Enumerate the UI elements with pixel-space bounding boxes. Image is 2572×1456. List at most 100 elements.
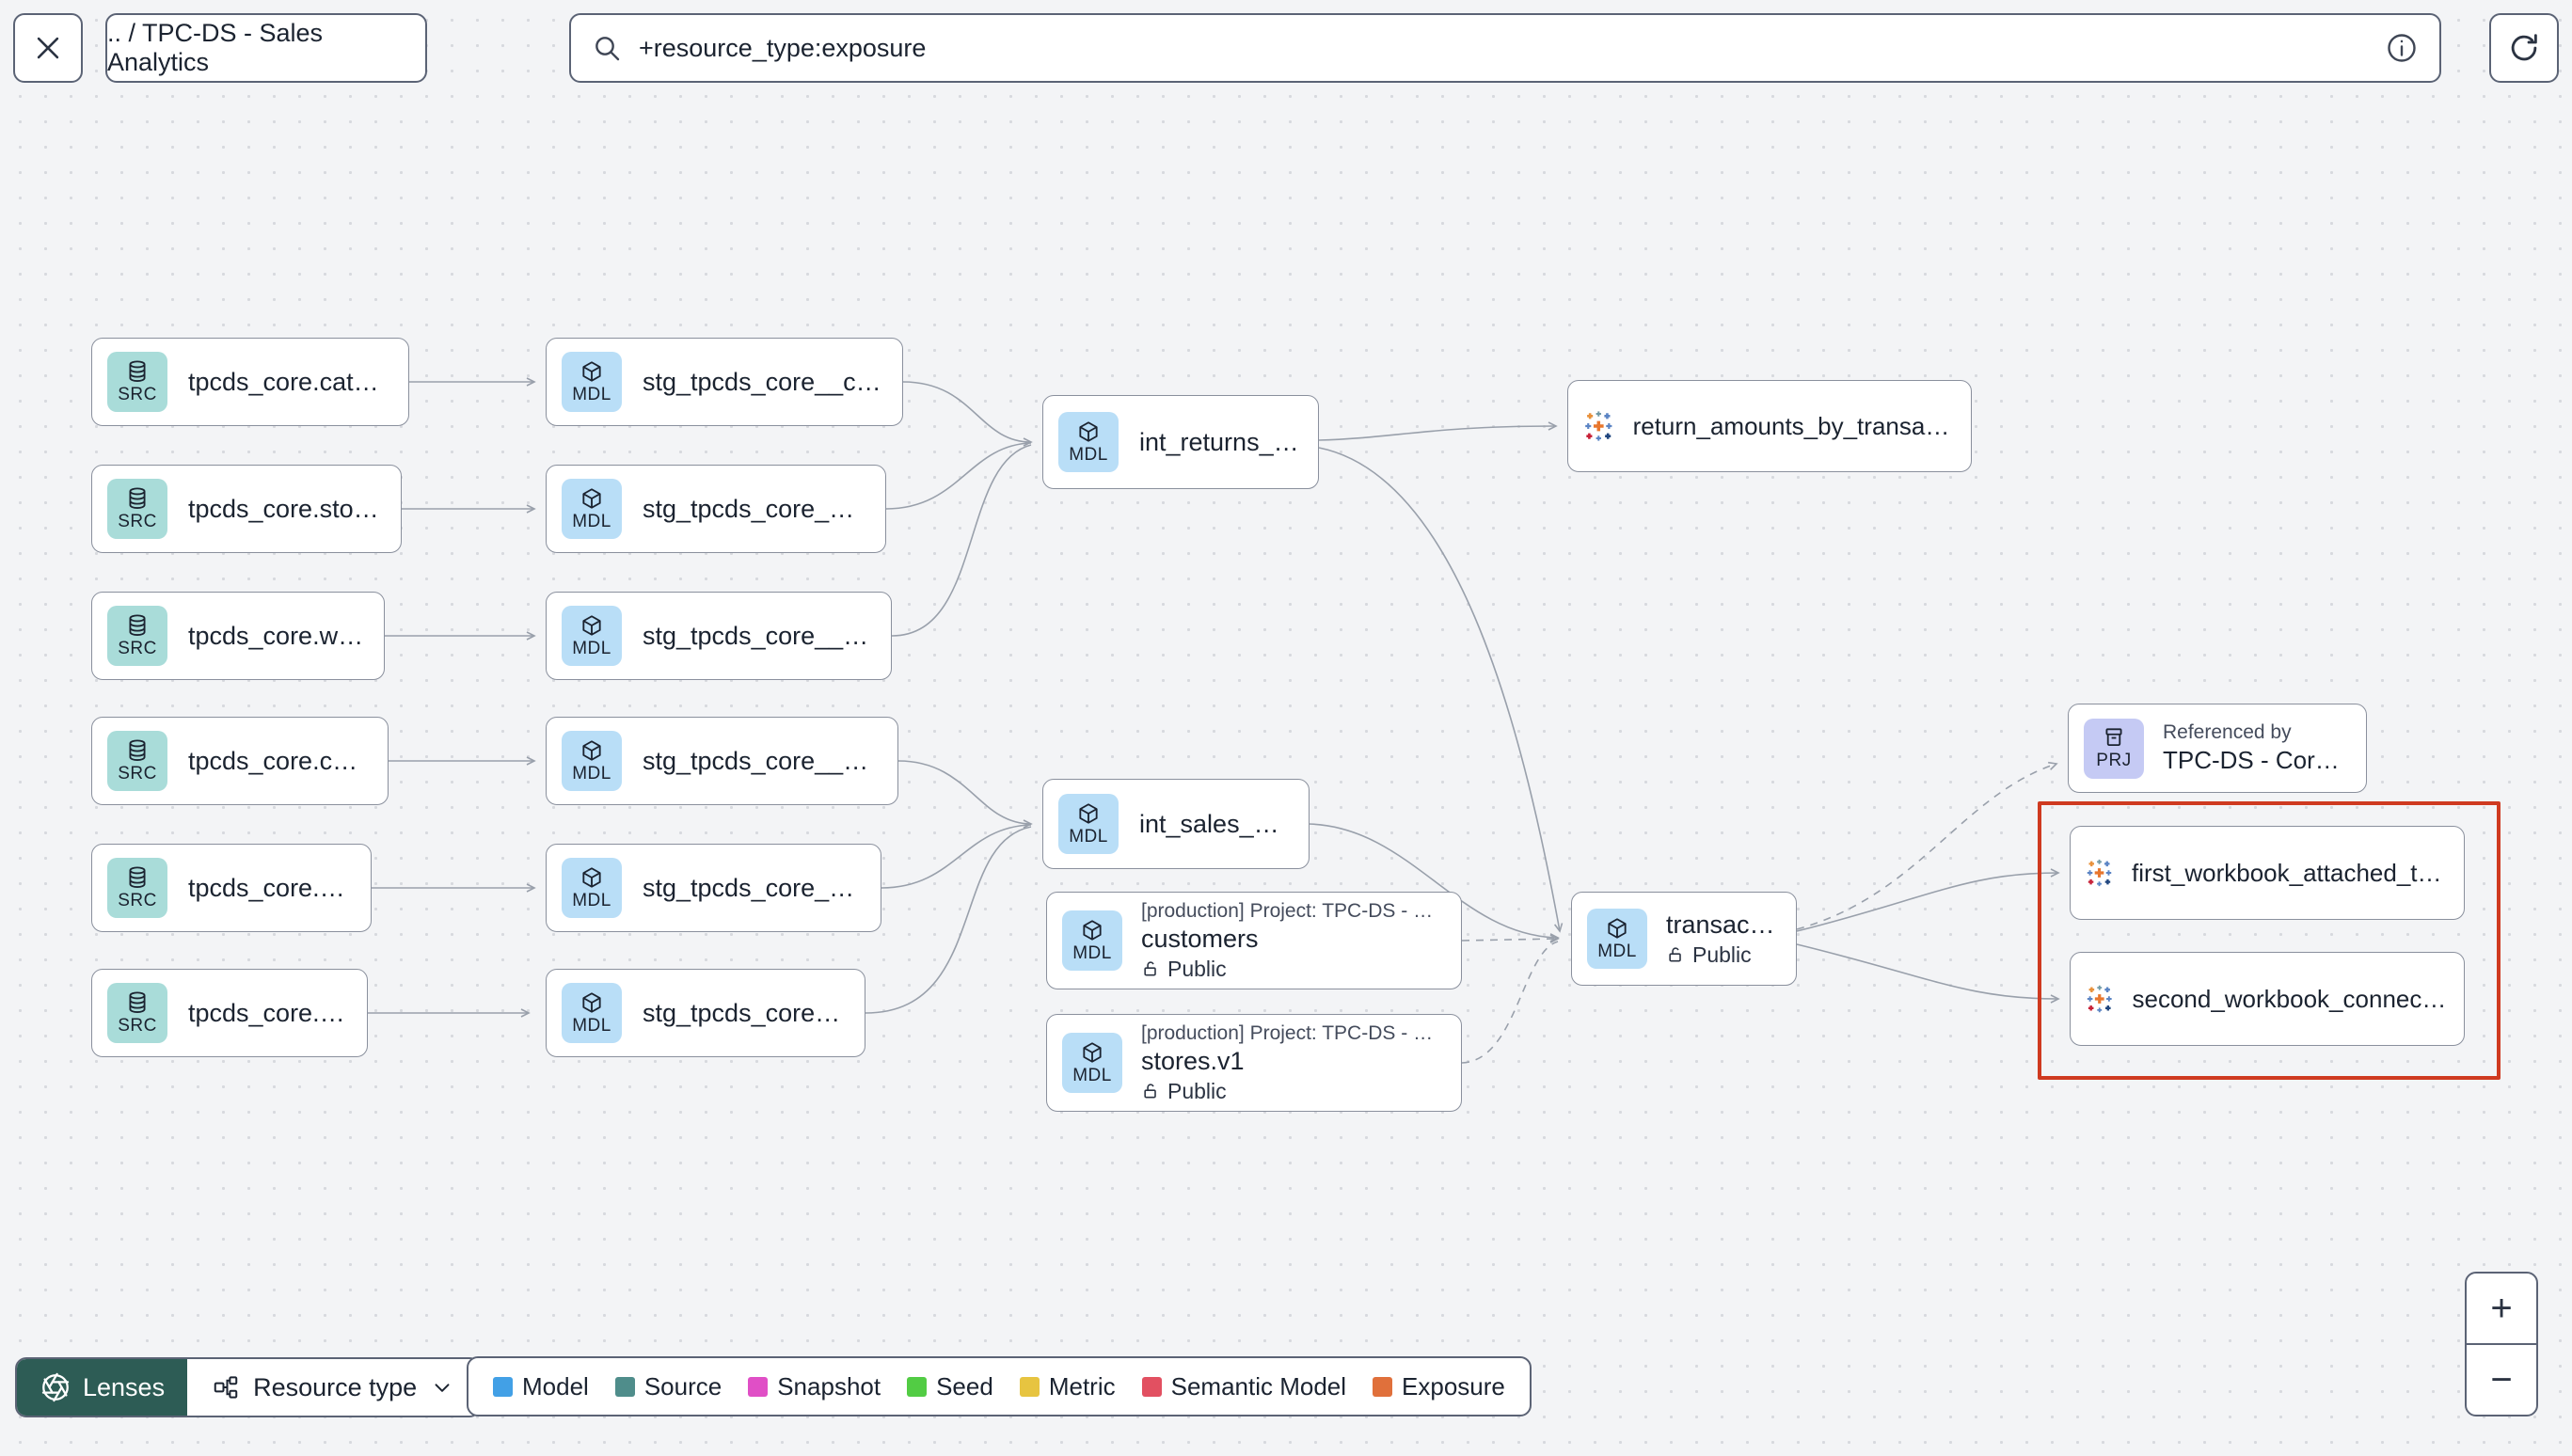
unlock-icon xyxy=(1669,947,1681,962)
close-icon xyxy=(37,37,59,59)
node-stores-v1[interactable]: MDL [production] Project: TPC-DS - Core … xyxy=(1046,1014,1462,1112)
node-title: tpcds_core.web_sales xyxy=(188,998,350,1027)
source-badge: SRC xyxy=(107,606,167,666)
search-icon xyxy=(595,37,620,61)
node-stg-store-returns[interactable]: MDL stg_tpcds_core__store_returns xyxy=(546,465,886,553)
legend-item-exposure: Exposure xyxy=(1373,1372,1505,1401)
node-customers[interactable]: MDL [production] Project: TPC-DS - Core … xyxy=(1046,892,1462,989)
source-swatch xyxy=(614,1376,635,1397)
node-title: stg_tpcds_core__store_returns xyxy=(643,494,868,523)
hierarchy-icon xyxy=(214,1376,238,1399)
database-icon xyxy=(129,990,146,1013)
lenses-button[interactable]: Lenses xyxy=(17,1359,188,1416)
node-title: TPC-DS - Core Data Models xyxy=(2163,746,2349,775)
database-icon xyxy=(129,738,146,761)
legend-item-model: Model xyxy=(493,1372,589,1401)
model-swatch xyxy=(493,1376,513,1397)
cube-icon xyxy=(1079,802,1098,824)
node-int-returns-unioned[interactable]: MDL int_returns__unioned xyxy=(1042,395,1319,489)
node-title: stg_tpcds_core__catalog_sales xyxy=(643,746,881,775)
model-badge: MDL xyxy=(1058,412,1119,472)
cube-icon xyxy=(582,614,601,636)
node-title: int_sales__unioned xyxy=(1139,809,1292,838)
node-source-store-returns[interactable]: SRC tpcds_core.store_returns xyxy=(91,465,402,553)
node-title: tpcds_core.catalog_returns xyxy=(188,367,391,396)
legend-item-seed: Seed xyxy=(907,1372,993,1401)
tableau-icon xyxy=(2087,859,2112,887)
legend-item-source: Source xyxy=(614,1372,722,1401)
node-source-web-returns[interactable]: SRC tpcds_core.web_returns xyxy=(91,592,385,680)
zoom-out-button[interactable]: − xyxy=(2490,1358,2513,1401)
search-bar[interactable] xyxy=(569,13,2441,83)
node-project-ref[interactable]: PRJ Referenced by TPC-DS - Core Data Mod… xyxy=(2068,704,2367,793)
node-source-catalog-returns[interactable]: SRC tpcds_core.catalog_returns xyxy=(91,338,409,426)
node-title: stores.v1 xyxy=(1141,1046,1245,1075)
source-badge: SRC xyxy=(107,352,167,412)
node-stg-catalog-sales[interactable]: MDL stg_tpcds_core__catalog_sales xyxy=(546,717,898,805)
node-transactions[interactable]: MDL transactions Public xyxy=(1571,892,1797,986)
aperture-icon xyxy=(41,1372,70,1402)
cube-icon xyxy=(1608,917,1627,939)
node-stg-web-sales[interactable]: MDL stg_tpcds_core__web_sales xyxy=(546,969,865,1057)
model-badge: MDL xyxy=(562,983,622,1043)
model-badge: MDL xyxy=(562,858,622,918)
exposure-swatch xyxy=(1373,1376,1393,1397)
source-badge: SRC xyxy=(107,479,167,539)
model-badge: MDL xyxy=(562,606,622,666)
seed-swatch xyxy=(907,1376,928,1397)
archive-box-icon xyxy=(2105,728,2122,747)
database-icon xyxy=(129,359,146,382)
cube-icon xyxy=(1079,420,1098,442)
breadcrumb[interactable]: .. / TPC-DS - Sales Analytics xyxy=(105,13,427,83)
semantic-model-swatch xyxy=(1141,1376,1162,1397)
zoom-controls: + − xyxy=(2465,1272,2538,1416)
node-exposure-second-workbook[interactable]: second_workbook_connected_to_live… xyxy=(2070,952,2465,1046)
referenced-by-label: Referenced by xyxy=(2163,721,2292,744)
model-badge: MDL xyxy=(562,731,622,791)
lenses-label: Lenses xyxy=(83,1372,166,1401)
node-stg-catalog-returns[interactable]: MDL stg_tpcds_core__catalog_returns xyxy=(546,338,903,426)
breadcrumb-label: .. / TPC-DS - Sales Analytics xyxy=(107,19,324,76)
node-exposure-first-workbook[interactable]: first_workbook_attached_to_tpc-ds_-_… xyxy=(2070,826,2465,920)
model-badge: MDL xyxy=(1058,794,1119,854)
database-icon xyxy=(129,613,146,636)
legend-item-snapshot: Snapshot xyxy=(748,1372,881,1401)
zoom-in-button[interactable]: + xyxy=(2467,1274,2536,1345)
node-int-sales-unioned[interactable]: MDL int_sales__unioned xyxy=(1042,779,1310,869)
node-exposure-return-amounts[interactable]: return_amounts_by_transaction_type xyxy=(1567,380,1972,472)
model-badge: MDL xyxy=(562,352,622,412)
resource-type-label: Resource type xyxy=(253,1372,418,1401)
model-badge: MDL xyxy=(562,479,622,539)
node-title: stg_tpcds_core__web_sales xyxy=(643,998,848,1027)
node-source-web-sales[interactable]: SRC tpcds_core.web_sales xyxy=(91,969,368,1057)
search-input[interactable] xyxy=(637,32,2370,64)
node-title: stg_tpcds_core__catalog_returns xyxy=(643,367,885,396)
chevron-down-icon xyxy=(435,1384,450,1392)
legend-item-semantic-model: Semantic Model xyxy=(1141,1372,1346,1401)
refresh-icon xyxy=(2511,34,2537,61)
tableau-icon xyxy=(2087,985,2112,1013)
database-icon xyxy=(129,865,146,888)
access-label: Public xyxy=(1167,956,1227,981)
node-title: return_amounts_by_transaction_type xyxy=(1632,411,1954,440)
resource-type-dropdown[interactable]: Resource type xyxy=(187,1359,479,1416)
legend-item-metric: Metric xyxy=(1019,1372,1116,1401)
node-title: tpcds_core.store_sales xyxy=(188,873,354,902)
cube-icon xyxy=(1083,919,1102,941)
node-stg-web-returns[interactable]: MDL stg_tpcds_core__web_returns xyxy=(546,592,892,680)
cube-icon xyxy=(582,487,601,509)
legend: Model Source Snapshot Seed Metric Semant… xyxy=(467,1356,1532,1416)
source-badge: SRC xyxy=(107,731,167,791)
info-icon[interactable] xyxy=(2385,31,2419,65)
node-title: stg_tpcds_core__web_returns xyxy=(643,621,874,650)
node-source-store-sales[interactable]: SRC tpcds_core.store_sales xyxy=(91,844,372,932)
cube-icon xyxy=(582,739,601,761)
close-button[interactable] xyxy=(13,13,83,83)
node-stg-store-sales[interactable]: MDL stg_tpcds_core__store_sales xyxy=(546,844,881,932)
lenses-control: Lenses Resource type xyxy=(15,1357,482,1417)
tableau-icon xyxy=(1585,411,1612,441)
refresh-button[interactable] xyxy=(2489,13,2559,83)
node-source-catalog-sales[interactable]: SRC tpcds_core.catalog_sales xyxy=(91,717,389,805)
unlock-icon xyxy=(1144,961,1156,976)
